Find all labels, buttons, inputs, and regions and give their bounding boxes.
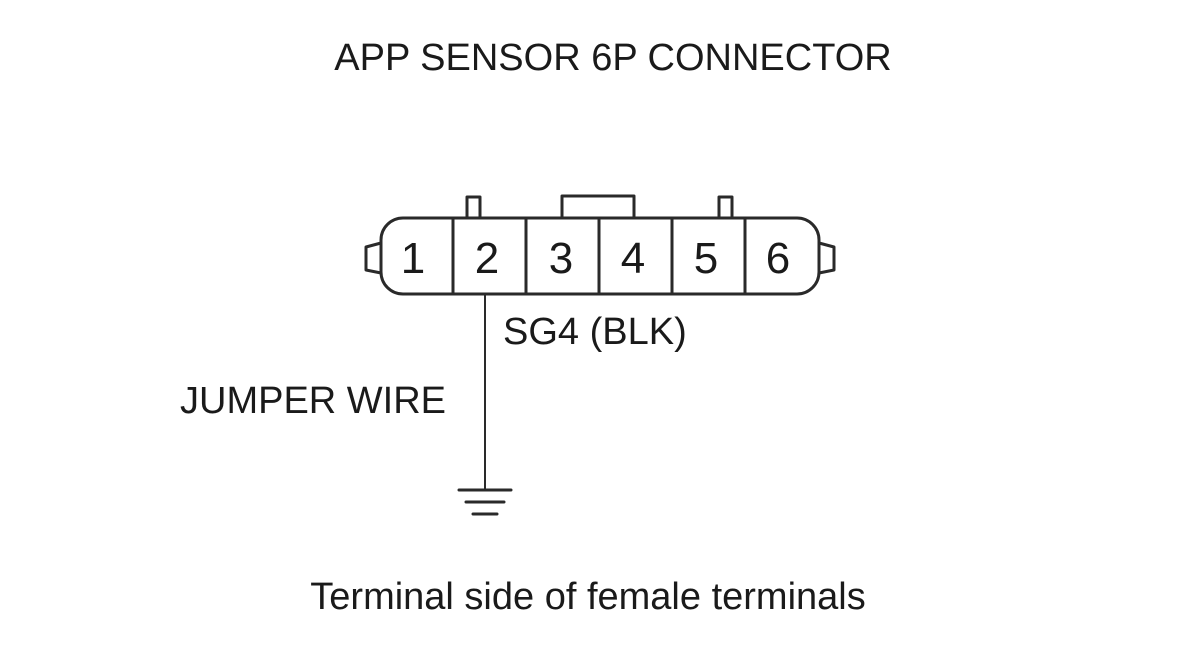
top-tab-left xyxy=(465,195,482,220)
connector-housing xyxy=(364,194,836,296)
top-lock xyxy=(560,194,636,220)
right-latch xyxy=(817,241,836,275)
terminal-number: 2 xyxy=(475,234,499,283)
terminal-number: 3 xyxy=(549,234,573,283)
terminal-number: 5 xyxy=(694,234,718,283)
terminal-number: 6 xyxy=(766,234,790,283)
left-latch xyxy=(364,241,383,275)
wire-label: SG4 (BLK) xyxy=(503,311,687,353)
terminal-number: 4 xyxy=(621,234,645,283)
ground-icon xyxy=(457,488,513,516)
cavity-dividers xyxy=(451,216,747,296)
terminal-numbers: 1 2 3 4 5 6 xyxy=(401,234,790,283)
diagram-caption: Terminal side of female terminals xyxy=(310,576,865,618)
top-tab-right xyxy=(717,195,734,220)
terminal-number: 1 xyxy=(401,234,425,283)
diagram-title: APP SENSOR 6P CONNECTOR xyxy=(334,37,892,79)
jumper-wire-label: JUMPER WIRE xyxy=(180,380,446,422)
